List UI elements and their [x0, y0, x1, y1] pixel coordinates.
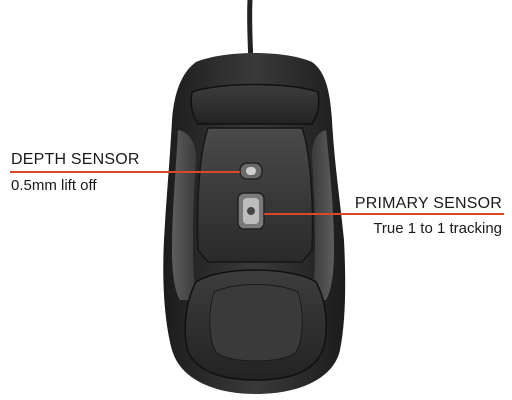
depth-sensor-title: DEPTH SENSOR [11, 151, 140, 168]
top-skate [190, 83, 320, 125]
primary-sensor-detail: True 1 to 1 tracking [373, 220, 502, 237]
depth-sensor-lens [246, 167, 256, 175]
depth-sensor-detail: 0.5mm lift off [11, 177, 97, 194]
bottom-skate-inner [209, 284, 303, 362]
cable [247, 0, 254, 63]
primary-sensor-eye [247, 207, 255, 215]
primary-sensor-title: PRIMARY SENSOR [354, 195, 502, 212]
primary-sensor-leader-line [264, 213, 504, 215]
depth-sensor-leader-line [10, 171, 240, 173]
right-side-grip [311, 130, 334, 300]
